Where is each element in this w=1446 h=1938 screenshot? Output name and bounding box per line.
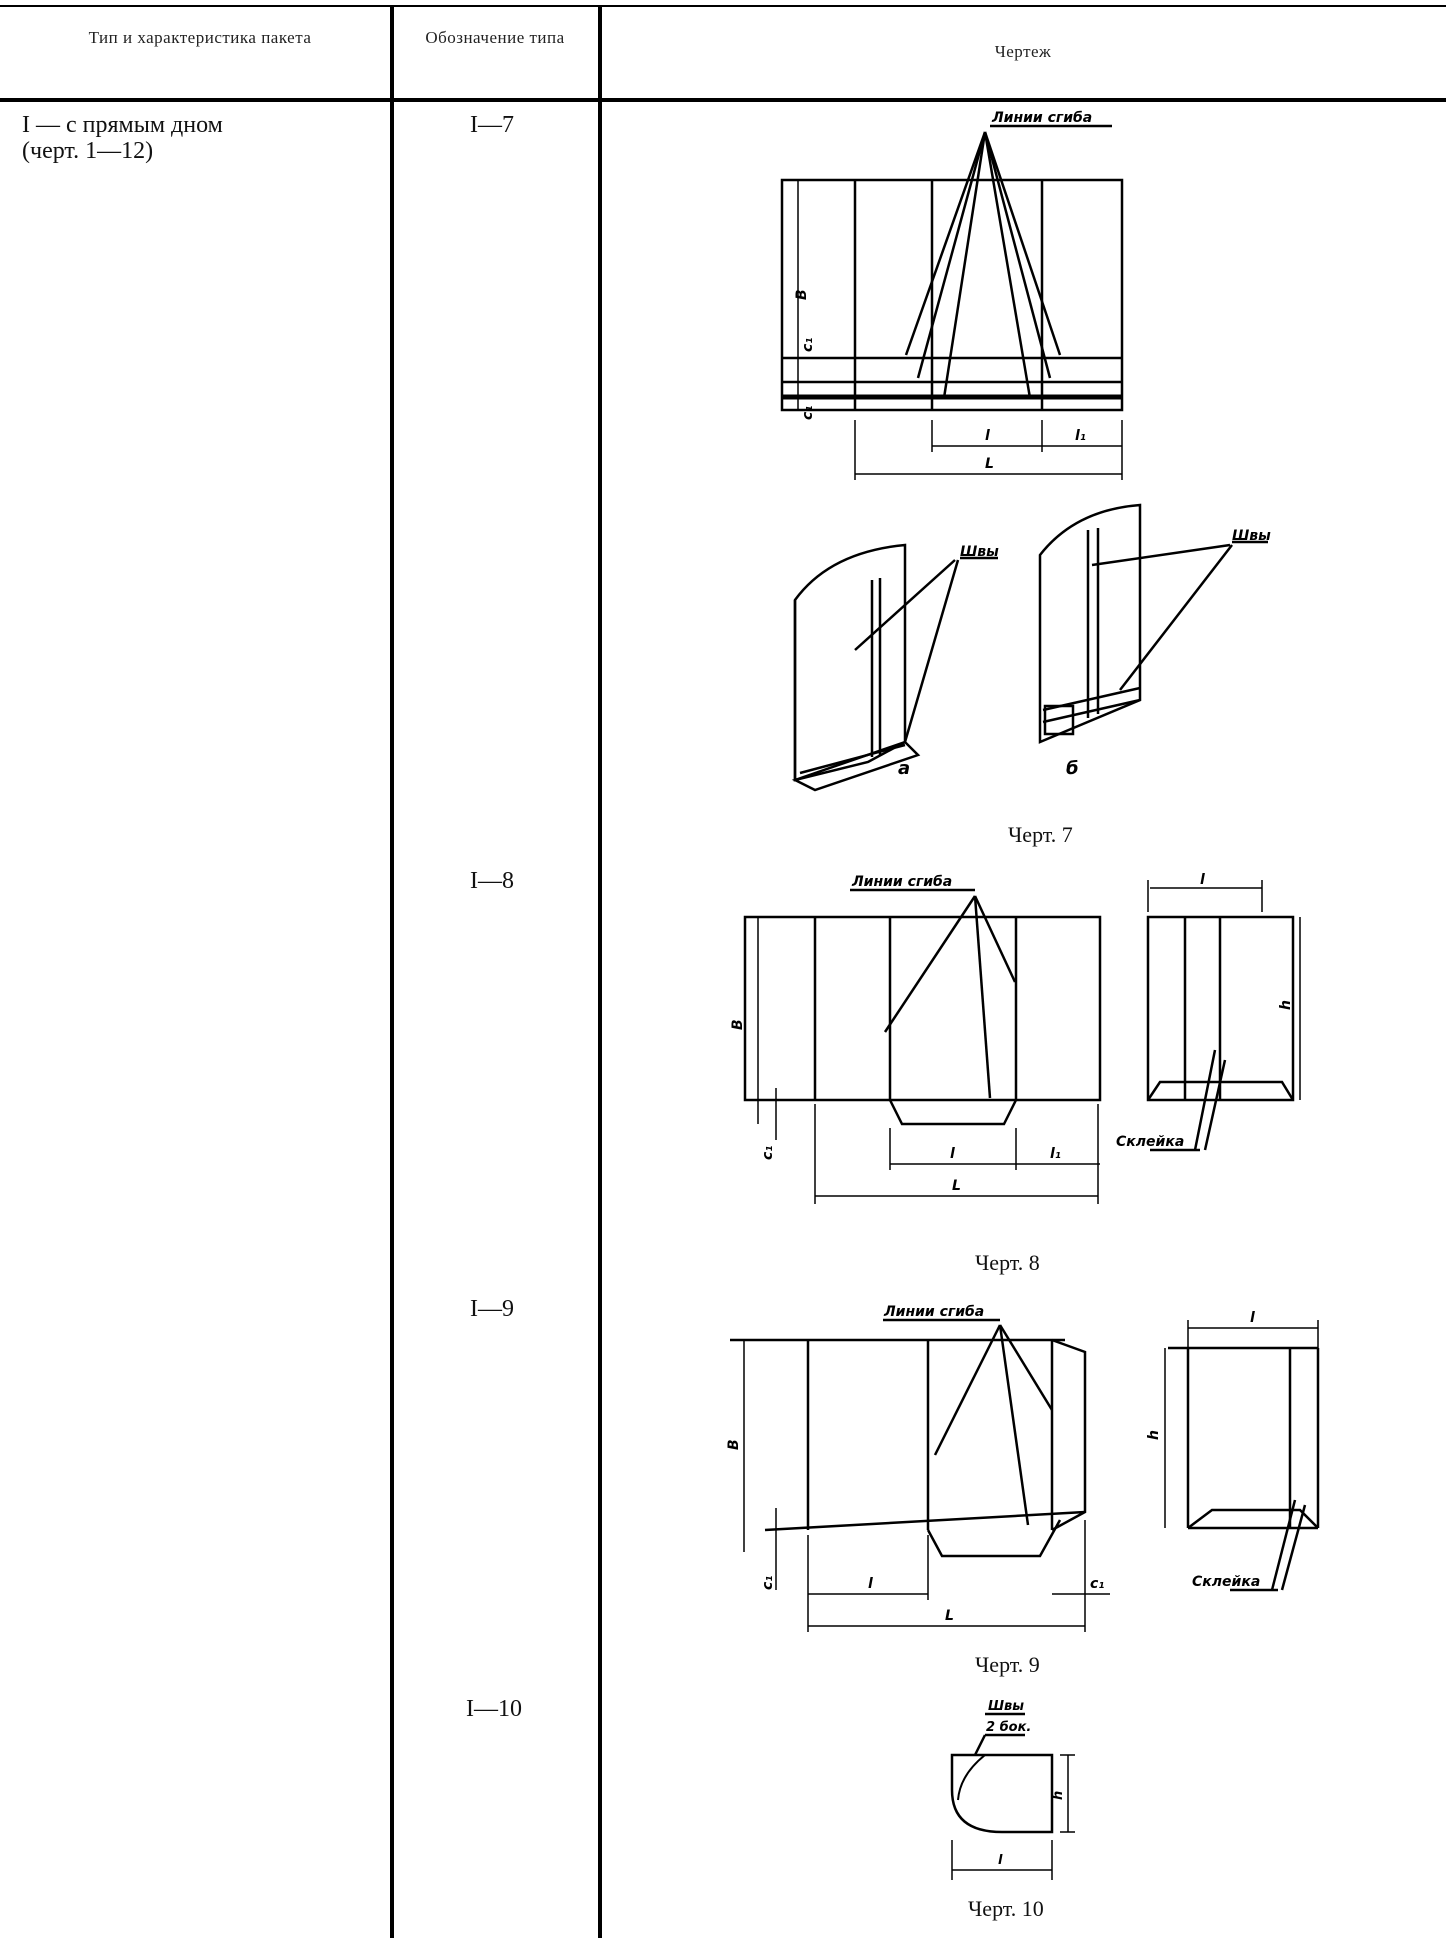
- drawing-7-views: [791, 503, 1268, 792]
- designation-i10: I—10: [466, 1696, 522, 1722]
- label-L-7: L: [985, 456, 994, 472]
- drawing-10-labels: Швы 2 бок. h l: [986, 1699, 1066, 1868]
- drawing-8-labels: Линии сгиба B c₁ l l₁ L l h Склейка: [730, 872, 1294, 1194]
- label-B-7: B: [794, 289, 810, 300]
- designation-i7: I—7: [470, 112, 514, 138]
- label-seam-side-10: 2 бок.: [986, 1720, 1031, 1735]
- drawing-8-layout: [743, 880, 1301, 1204]
- table-grid: [0, 5, 1446, 1938]
- label-fold-lines-9: Линии сгиба: [883, 1304, 984, 1320]
- label-glue-8: Склейка: [1116, 1134, 1184, 1150]
- label-seams-a: Швы: [960, 544, 999, 560]
- label-h-10: h: [1051, 1791, 1066, 1800]
- type-line-2: (черт. 1—12): [22, 138, 154, 164]
- label-B-9: B: [726, 1439, 742, 1450]
- caption-drawing-8: Черт. 8: [975, 1250, 1040, 1275]
- designation-i9: I—9: [470, 1296, 514, 1322]
- type-line-1: I — с прямым дном: [22, 112, 223, 138]
- label-fold-lines-8: Линии сгиба: [851, 874, 952, 890]
- label-h-9: h: [1146, 1430, 1162, 1440]
- label-seams-b: Швы: [1232, 528, 1271, 544]
- caption-drawing-7: Черт. 7: [1008, 822, 1073, 847]
- label-h-8: h: [1278, 1000, 1294, 1010]
- label-c1-9a: c₁: [760, 1576, 776, 1590]
- drawing-7-layout: [780, 124, 1124, 480]
- label-c1-7b: c₁: [800, 406, 816, 420]
- designation-i8: I—8: [470, 868, 514, 894]
- caption-drawing-10: Черт. 10: [968, 1896, 1044, 1921]
- label-l-7: l: [985, 428, 990, 444]
- drawing-7-labels: Линии сгиба B c₁ c₁ l l₁ L: [794, 110, 1092, 472]
- label-view-a: а: [898, 758, 910, 779]
- label-glue-9: Склейка: [1192, 1574, 1260, 1590]
- label-l-10: l: [998, 1853, 1003, 1868]
- label-l-8-side: l: [1200, 872, 1205, 888]
- label-l-9-side: l: [1250, 1310, 1255, 1326]
- label-L-8: L: [952, 1178, 961, 1194]
- drawing-9-layout: [730, 1318, 1320, 1632]
- drawing-7-view-labels: Швы Швы а б: [898, 528, 1271, 779]
- label-B-8: B: [730, 1019, 746, 1030]
- header-designation: Обозначение типа: [425, 28, 565, 47]
- caption-drawing-9: Черт. 9: [975, 1652, 1040, 1677]
- label-c1-8: c₁: [760, 1146, 776, 1160]
- label-seams-10: Швы: [988, 1699, 1024, 1714]
- label-l-8: l: [950, 1146, 955, 1162]
- label-fold-lines-7: Линии сгиба: [991, 110, 1092, 126]
- label-l1-7: l₁: [1075, 428, 1086, 444]
- header-type: Тип и характеристика пакета: [88, 28, 312, 47]
- type-description: I — с прямым дном (черт. 1—12): [22, 112, 382, 164]
- label-l-9: l: [868, 1576, 873, 1592]
- label-l1-8: l₁: [1050, 1146, 1061, 1162]
- label-view-b: б: [1066, 758, 1079, 779]
- label-c1-7a: c₁: [800, 338, 816, 352]
- label-c1-9b: c₁: [1090, 1576, 1104, 1592]
- drawing-10-layout: [950, 1712, 1075, 1880]
- drawing-9-labels: Линии сгиба B c₁ l L c₁ l h Склейка: [726, 1304, 1260, 1624]
- label-L-9: L: [945, 1608, 954, 1624]
- header-drawing: Чертеж: [994, 42, 1052, 61]
